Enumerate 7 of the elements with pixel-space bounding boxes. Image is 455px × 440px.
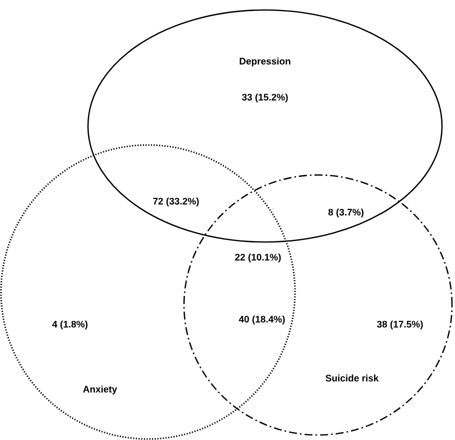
region-count: 72 (33.2%) (153, 198, 199, 206)
region-count: 33 (15.2%) (242, 94, 288, 102)
region-count: 22 (10.1%) (235, 254, 281, 262)
region-count: 4 (1.8%) (52, 320, 88, 330)
region-count: 8 (3.7%) (328, 208, 364, 218)
region-count: 38 (17.5%) (377, 320, 423, 330)
region-count: 40 (18.4%) (238, 316, 285, 324)
